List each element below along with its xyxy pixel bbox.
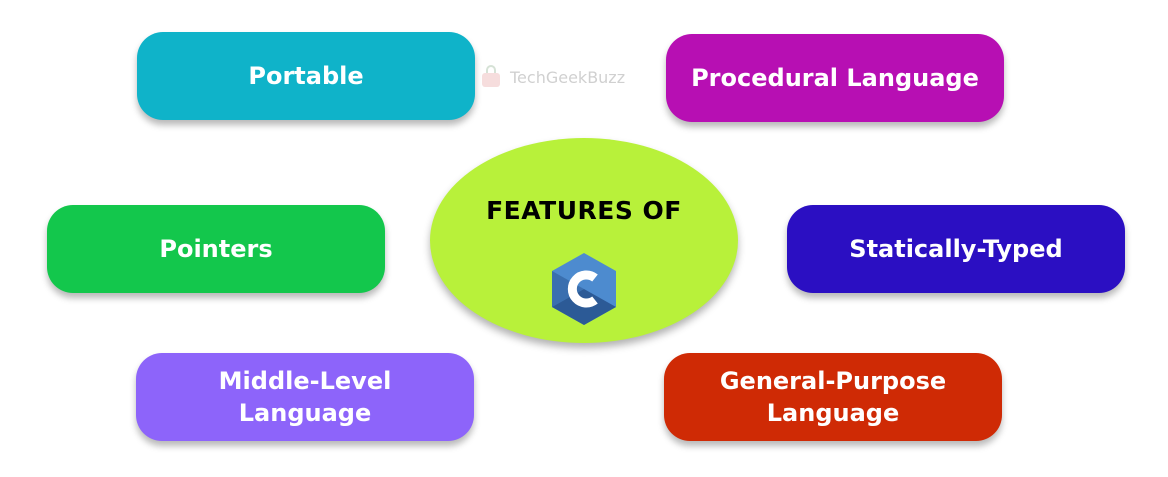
feature-procedural-language: Procedural Language [666,34,1004,122]
watermark-text: TechGeekBuzz [510,67,626,87]
feature-general-purpose-language: General-Purpose Language [664,353,1002,441]
feature-middle-level-language: Middle-Level Language [136,353,474,441]
feature-pointers: Pointers [47,205,385,293]
center-title: FEATURES OF [486,196,682,225]
feature-statically-typed: Statically-Typed [787,205,1125,293]
watermark: TechGeekBuzz [478,64,625,90]
c-language-logo-icon [552,253,616,325]
feature-portable: Portable [137,32,475,120]
bag-icon [482,65,500,87]
